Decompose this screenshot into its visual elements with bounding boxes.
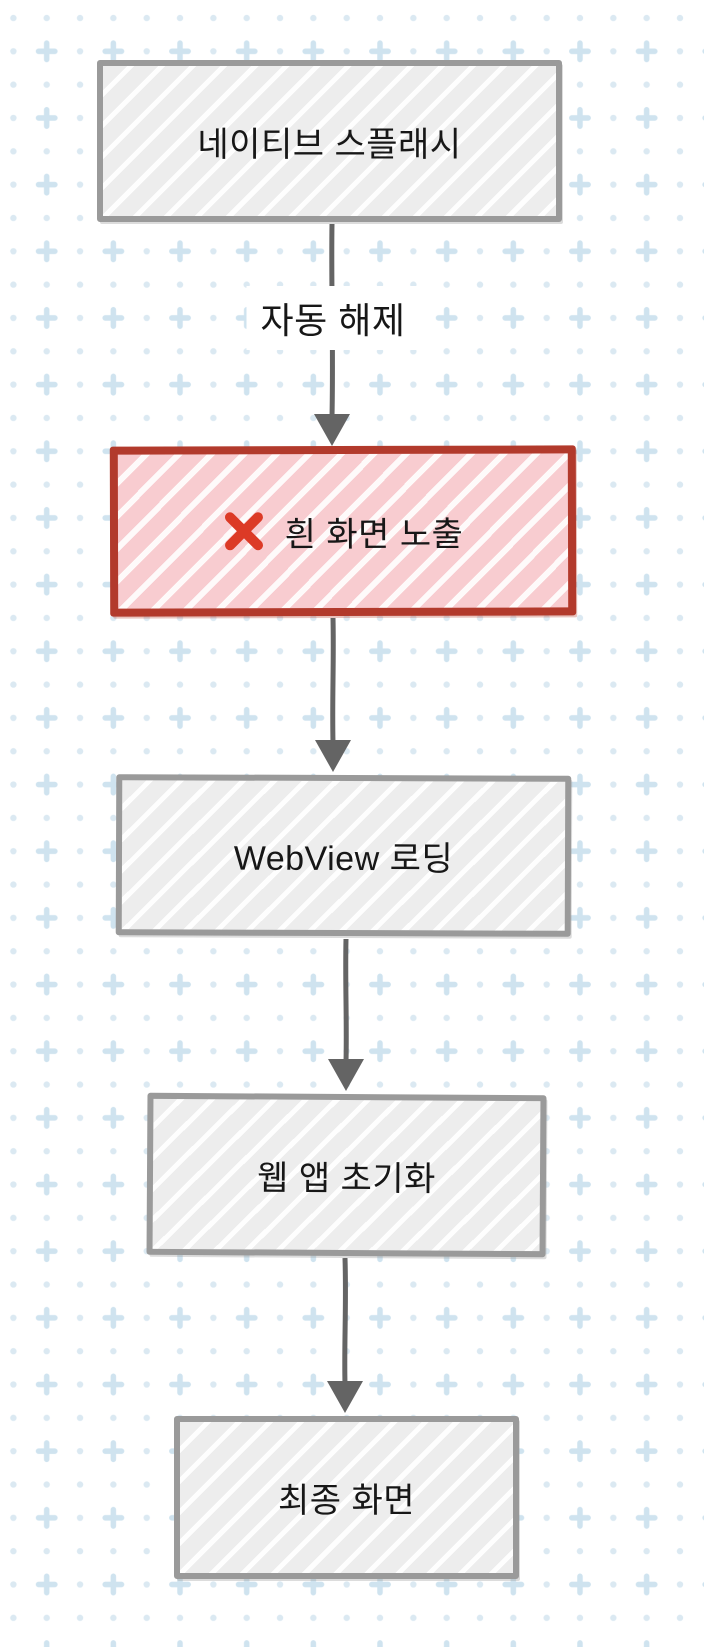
node-label: 흰 화면 노출: [284, 515, 464, 554]
flow-node-final-screen: 최종 화면: [174, 1416, 519, 1579]
node-label: 네이티브 스플래시: [197, 125, 462, 164]
flow-node-webview-loading: WebView 로딩: [115, 774, 572, 937]
arrow-down-icon: [315, 618, 351, 772]
edge-label-auto-dismiss: 자동 해제: [246, 286, 420, 350]
node-label: 웹 앱 초기화: [256, 1158, 436, 1199]
flow-node-white-screen-error: 흰 화면 노출: [109, 445, 577, 617]
x-mark-icon: [224, 512, 263, 551]
arrow-down-icon: [328, 939, 364, 1091]
node-label: WebView 로딩: [233, 839, 454, 879]
arrow-down-icon: [327, 1258, 363, 1413]
flow-node-native-splash: 네이티브 스플래시: [97, 60, 562, 222]
node-label: 최종 화면: [277, 1482, 416, 1520]
flow-node-web-app-init: 웹 앱 초기화: [146, 1092, 547, 1258]
